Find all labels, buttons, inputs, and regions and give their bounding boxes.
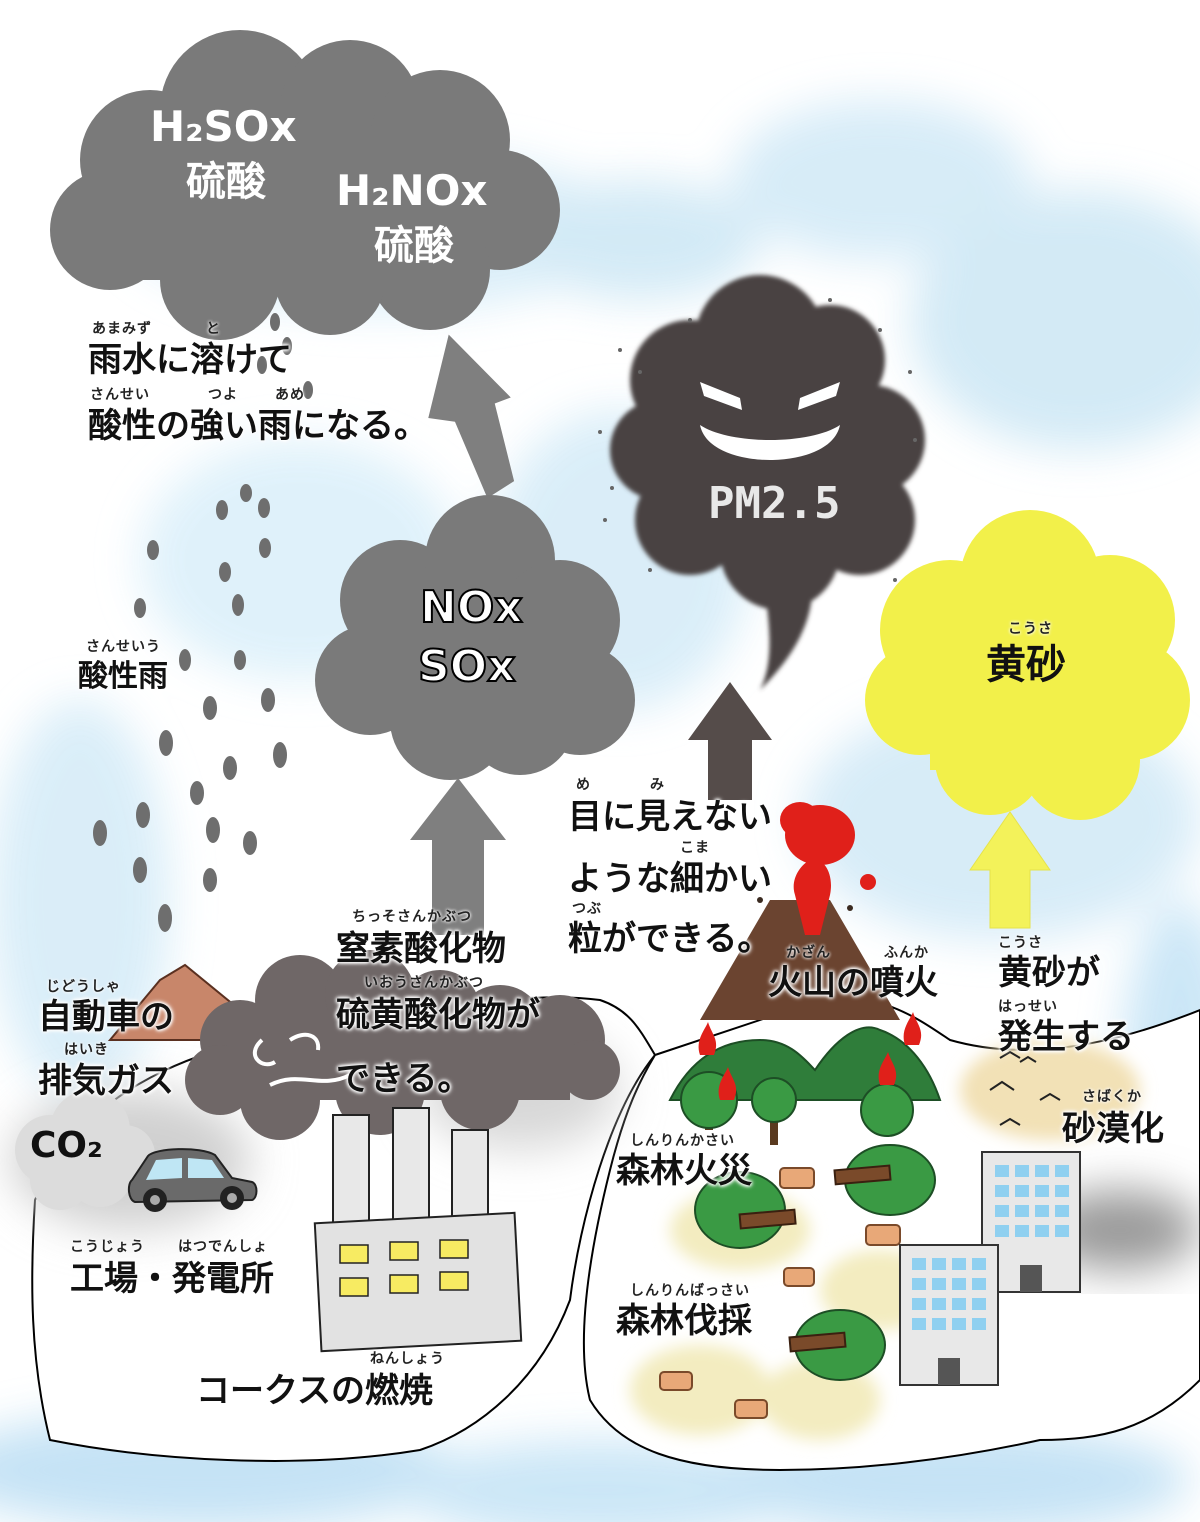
car-line2: 排気ガス bbox=[38, 1061, 174, 1101]
oxides-line3: できる。 bbox=[336, 1059, 472, 1099]
desert-marks bbox=[989, 1050, 1061, 1126]
co2-cloud bbox=[15, 1090, 155, 1210]
pm25-dust bbox=[598, 298, 917, 582]
oxides-line2: 硫黄酸化物が bbox=[336, 995, 540, 1035]
ruby-tsuyo: つよ bbox=[208, 387, 238, 403]
fine-particles-line2: ような細かい bbox=[568, 859, 772, 899]
kosa-cloud bbox=[865, 510, 1190, 820]
ruby-sabakuka: さばくか bbox=[1082, 1089, 1142, 1105]
dissolve-line2: 酸性の強い雨になる。 bbox=[88, 406, 428, 446]
ruby-hatsudensho: はつでんしょ bbox=[178, 1239, 268, 1255]
desert-label: 砂漠化 bbox=[1062, 1109, 1164, 1149]
forest-fire-label: 森林火災 bbox=[616, 1151, 752, 1191]
ruby-me: め bbox=[576, 777, 591, 793]
pm25-label: PM2.5 bbox=[708, 478, 841, 529]
h2sox-name: 硫酸 bbox=[186, 159, 266, 205]
h2sox-formula: H₂SOx bbox=[150, 102, 297, 151]
ruby-iou: いおうさんかぶつ bbox=[364, 975, 484, 991]
oxides-line1: 窒素酸化物 bbox=[336, 929, 506, 969]
kosa-occur-line2: 発生する bbox=[998, 1017, 1134, 1057]
h2nox-name: 硫酸 bbox=[374, 223, 454, 269]
car-icon bbox=[127, 1148, 258, 1212]
coke-label: コークスの燃焼 bbox=[196, 1371, 433, 1411]
arrow-to-pm-cloud bbox=[688, 682, 772, 800]
ruby-mi: み bbox=[650, 777, 665, 793]
car-line1: 自動車の bbox=[38, 997, 174, 1037]
building-front bbox=[899, 1244, 999, 1386]
ruby-nenshou: ねんしょう bbox=[370, 1351, 445, 1367]
ruby-koujou: こうじょう bbox=[70, 1239, 145, 1255]
ruby-hassei: はっせい bbox=[998, 999, 1058, 1015]
kosa-occur-line1: 黄砂が bbox=[998, 953, 1100, 993]
fine-particles-line3: 粒ができる。 bbox=[568, 919, 772, 959]
ruby-tsubu: つぶ bbox=[572, 901, 602, 917]
arrow-to-top-cloud bbox=[428, 334, 515, 499]
nox-cloud bbox=[315, 495, 635, 780]
ruby-amamizu: あまみず bbox=[92, 321, 152, 337]
smoke-face bbox=[253, 1032, 351, 1087]
factory-label: 工場・発電所 bbox=[70, 1259, 274, 1299]
fallen-logs bbox=[738, 1164, 892, 1353]
kosa-label: 黄砂 bbox=[986, 642, 1066, 688]
arrow-to-nox-cloud bbox=[410, 778, 506, 935]
ruby-shinrinbassai: しんりんばっさい bbox=[630, 1283, 750, 1299]
h2nox-formula: H₂NOx bbox=[336, 166, 488, 215]
ruby-koma: こま bbox=[680, 840, 710, 856]
ruby-funka: ふんか bbox=[884, 945, 929, 961]
sox-label: SOx bbox=[417, 641, 516, 692]
ruby-chisso: ちっそさんかぶつ bbox=[352, 909, 472, 925]
pm25-face bbox=[700, 382, 840, 460]
dissolve-line1: 雨水に溶けて bbox=[88, 340, 292, 380]
building-back bbox=[981, 1151, 1081, 1293]
volcano-label: 火山の噴火 bbox=[768, 963, 938, 1003]
ruby-shinrinkasai: しんりんかさい bbox=[630, 1133, 735, 1149]
fire-icons bbox=[698, 1012, 922, 1100]
ruby-ame: あめ bbox=[275, 387, 305, 403]
ruby-sansei: さんせい bbox=[90, 387, 150, 403]
fine-particles-line1: 目に見えない bbox=[568, 797, 772, 837]
volcano bbox=[700, 802, 900, 1020]
acid-cloud-top bbox=[50, 30, 560, 340]
ruby-to: と bbox=[206, 321, 221, 337]
ruby-acid-rain: さんせいう bbox=[86, 639, 161, 655]
ruby-jidousha: じどうしゃ bbox=[46, 979, 121, 995]
acid-rain-label: 酸性雨 bbox=[78, 659, 168, 694]
arrow-to-kosa-cloud bbox=[969, 811, 1051, 929]
deforestation-label: 森林伐採 bbox=[616, 1301, 752, 1341]
ruby-kazan: かざん bbox=[786, 945, 831, 961]
ruby-kosa-occur: こうさ bbox=[998, 935, 1043, 951]
factory-building bbox=[313, 1107, 523, 1353]
forest-hills bbox=[668, 1026, 942, 1101]
co2-label: CO₂ bbox=[30, 1125, 103, 1166]
ruby-kosa: こうさ bbox=[1008, 621, 1053, 637]
tree bbox=[860, 1083, 914, 1137]
acid-rain-drops bbox=[93, 313, 313, 932]
tree bbox=[751, 1077, 797, 1145]
ruby-haiki: はいき bbox=[64, 1042, 109, 1058]
nox-label: NOx bbox=[419, 582, 524, 633]
tree-stumps bbox=[659, 1167, 901, 1419]
